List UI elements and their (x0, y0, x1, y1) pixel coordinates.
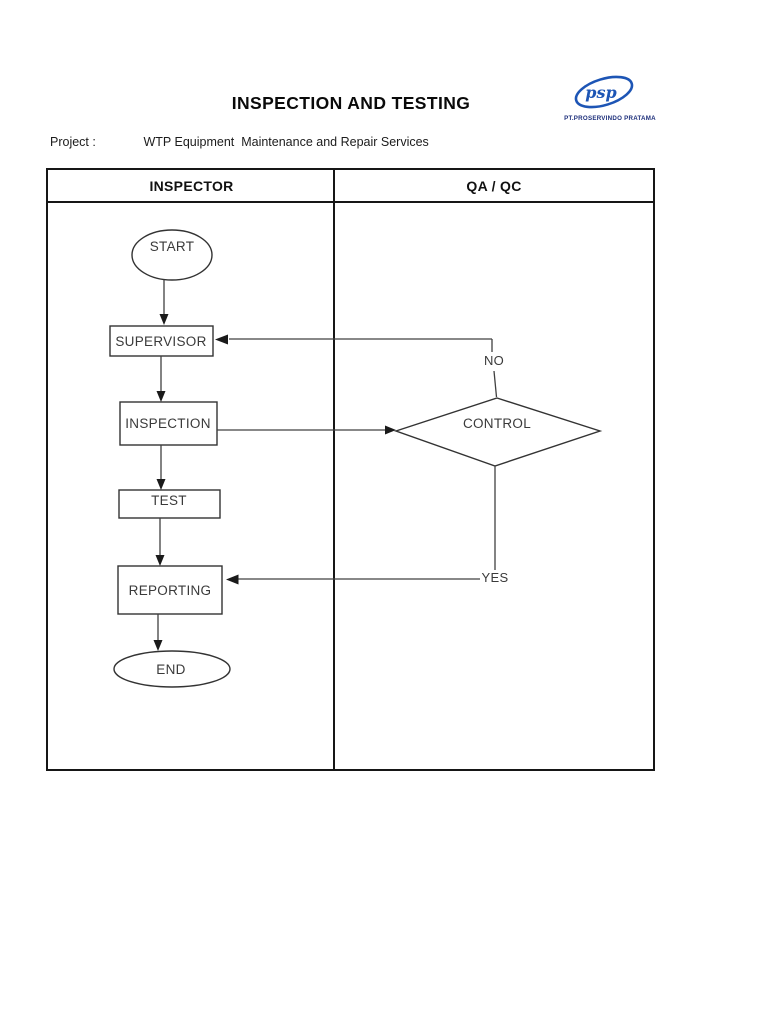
swimlane-table: INSPECTOR QA / QC (46, 168, 655, 771)
arrowhead-test-reporting (155, 555, 165, 566)
company-logo: psp PT.PROSERVINDO PRATAMA (560, 74, 660, 122)
test-node (118, 489, 221, 519)
no-label: NO (484, 353, 504, 368)
arrowhead-inspection-control (385, 425, 396, 435)
supervisor-label: SUPERVISOR (115, 334, 206, 349)
logo-monogram: psp (585, 83, 616, 102)
logo-company-name: PT.PROSERVINDO PRATAMA (564, 115, 656, 122)
arrowhead-start-supervisor (159, 314, 169, 325)
logo-ellipse-icon (574, 75, 634, 109)
supervisor-node (109, 325, 214, 357)
edge-no-vertical-lower (493, 370, 498, 398)
inspection-node (119, 401, 218, 446)
test-label: TEST (151, 493, 187, 508)
swimlane-header-qaqc: QA / QC (466, 177, 522, 194)
swimlane-header-inspector: INSPECTOR (149, 177, 234, 194)
yes-label: YES (482, 570, 509, 585)
arrowhead-inspection-test (156, 479, 166, 490)
start-node (131, 229, 213, 281)
control-node (393, 397, 603, 467)
logo-mark-svg: psp (574, 75, 634, 109)
end-node (113, 650, 231, 688)
page-title: INSPECTION AND TESTING (231, 93, 471, 113)
arrowhead-supervisor-inspection (156, 391, 166, 402)
control-label: CONTROL (463, 416, 531, 431)
swimlane-header-row: INSPECTOR QA / QC (48, 170, 653, 203)
project-label: Project : (50, 135, 96, 149)
swimlane-divider (333, 170, 335, 769)
reporting-label: REPORTING (129, 583, 212, 598)
arrowhead-reporting-end (153, 640, 163, 651)
inspection-label: INSPECTION (125, 416, 211, 431)
reporting-node (117, 565, 223, 615)
project-value: WTP Equipment Maintenance and Repair Ser… (143, 135, 429, 149)
arrowhead-yes-reporting (226, 574, 239, 585)
project-line: Project : WTP Equipment Maintenance and … (50, 135, 429, 149)
arrowhead-no-supervisor (215, 334, 228, 345)
start-label: START (150, 239, 195, 254)
end-label: END (156, 662, 185, 677)
